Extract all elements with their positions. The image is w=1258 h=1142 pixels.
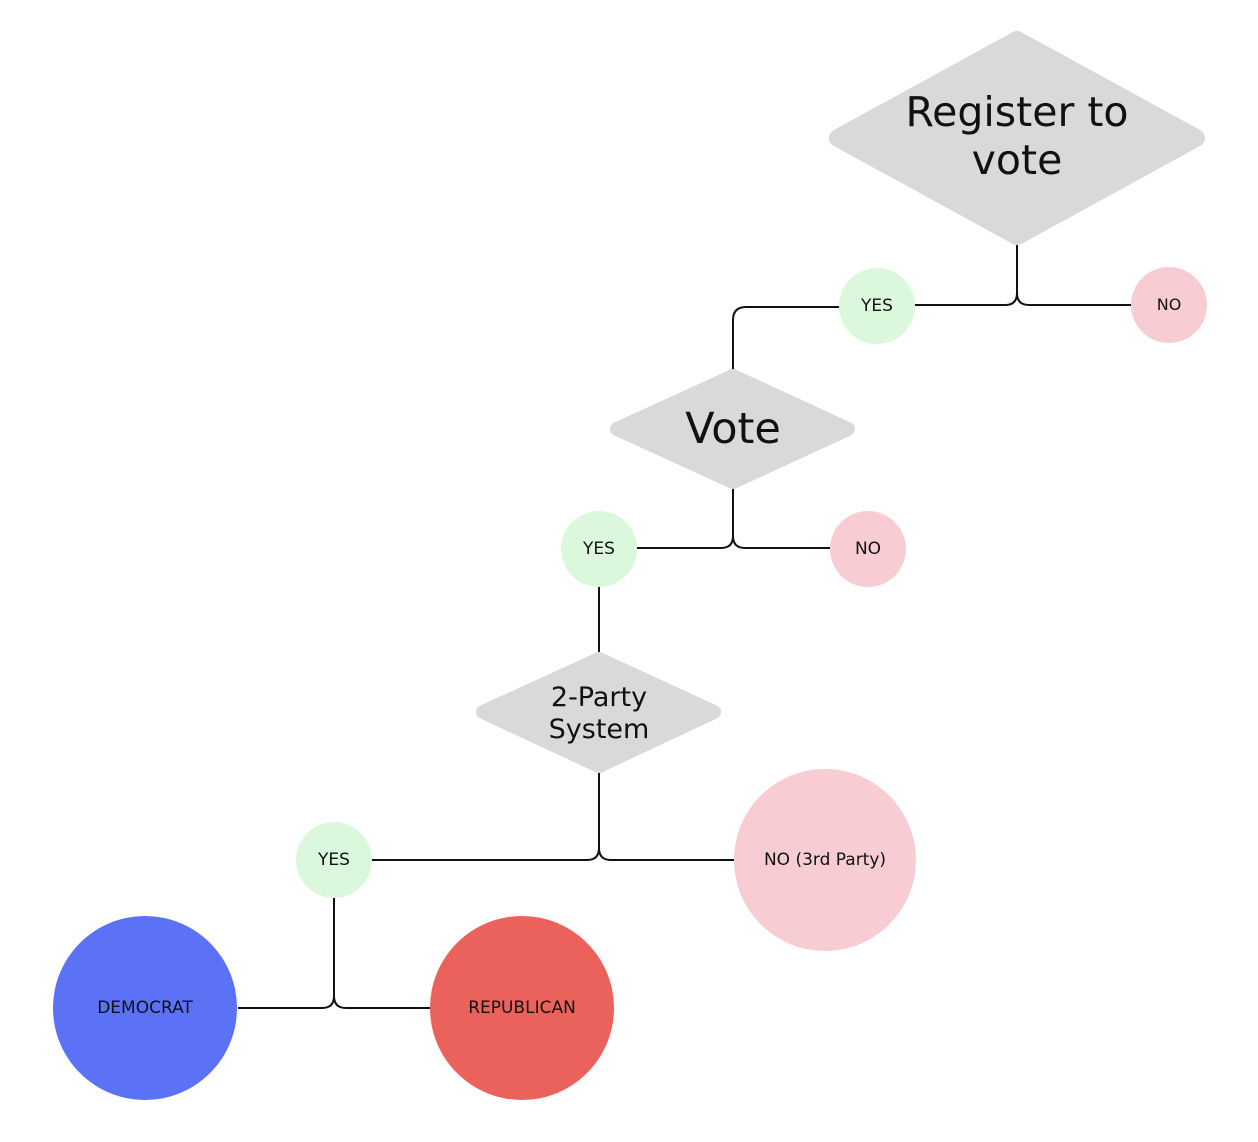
republican-circle	[430, 916, 614, 1100]
democrat-label: DEMOCRAT	[58, 990, 232, 1026]
register-label-line2: vote	[971, 136, 1063, 184]
register-yes-text: YES	[861, 295, 893, 316]
republican-text: REPUBLICAN	[468, 997, 576, 1018]
third-party-label: NO (3rd Party)	[738, 842, 912, 878]
register-no-label: NO	[1131, 287, 1207, 323]
republican-label: REPUBLICAN	[435, 990, 609, 1026]
vote-yes-text: YES	[583, 538, 615, 559]
connector-register-branch	[915, 245, 1132, 306]
register-yes-label: YES	[839, 288, 915, 324]
vote-diamond	[610, 369, 855, 489]
two-party-label: 2-Party System	[500, 676, 698, 752]
vote-label-text: Vote	[685, 403, 781, 454]
connector-register-yes-to-vote	[732, 306, 840, 370]
vote-no-circle	[830, 511, 906, 587]
democrat-text: DEMOCRAT	[97, 997, 193, 1018]
two-party-yes-label: YES	[296, 842, 372, 878]
register-yes-circle	[839, 268, 915, 344]
vote-label: Vote	[640, 400, 826, 458]
register-no-text: NO	[1156, 294, 1182, 314]
register-label: Register to vote	[860, 74, 1174, 198]
connector-two-party-branch	[372, 772, 734, 861]
register-diamond	[829, 31, 1205, 245]
register-label-line1: Register to	[905, 87, 1129, 136]
vote-no-label: NO	[830, 531, 906, 567]
two-party-yes-circle	[296, 822, 372, 898]
vote-yes-circle	[561, 511, 637, 587]
third-party-text: NO (3rd Party)	[763, 849, 887, 870]
third-party-circle	[734, 769, 916, 951]
vote-no-text: NO	[854, 538, 882, 559]
democrat-circle	[53, 916, 237, 1100]
two-party-label-line2: System	[548, 714, 650, 745]
connector-vote-branch	[637, 488, 831, 549]
register-no-circle	[1131, 267, 1207, 343]
vote-yes-label: YES	[561, 531, 637, 567]
connectors	[238, 245, 1132, 1009]
two-party-diamond	[476, 652, 721, 773]
connector-yes-to-parties	[238, 898, 431, 1009]
two-party-yes-text: YES	[318, 849, 350, 870]
two-party-label-line1: 2-Party	[550, 682, 648, 714]
